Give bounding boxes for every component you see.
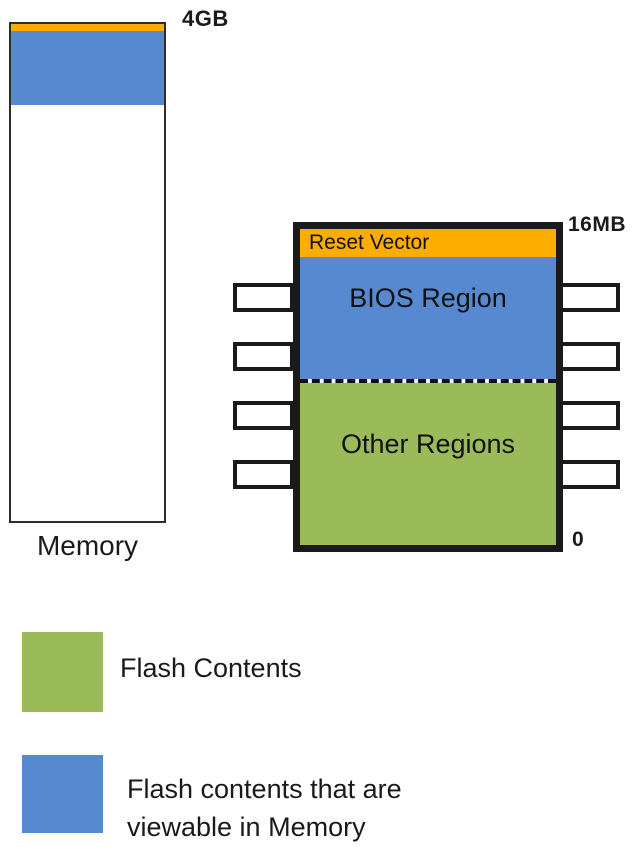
chip-top-address-label: 16MB [568,213,627,236]
chip-pin [233,283,294,312]
legend-flash-contents-swatch [22,632,103,712]
legend-viewable-line1: Flash contents that are [127,774,402,804]
chip-pin [233,401,294,430]
memory-address-space-bar [9,22,166,523]
bios-region: BIOS Region [300,257,556,379]
chip-pin [556,342,620,371]
reset-vector-region: Reset Vector [300,229,556,257]
chip-pin [556,283,620,312]
chip-pin [556,401,620,430]
legend-viewable-swatch [22,755,103,833]
legend-flash-contents-label: Flash Contents [120,653,302,683]
bios-boundary-dashed-line [300,379,556,383]
memory-bios-visible-strip [11,31,164,105]
chip-pin [556,460,620,489]
other-regions-region: Other Regions [300,383,556,545]
chip-pin [233,342,294,371]
memory-reset-vector-strip [11,24,164,31]
flash-chip: Reset Vector BIOS Region Other Regions [293,222,563,552]
chip-pin [233,460,294,489]
memory-caption: Memory [36,530,139,561]
legend-viewable-line2: viewable in Memory [127,812,366,842]
legend-viewable-label: Flash contents that are viewable in Memo… [127,770,402,846]
chip-bottom-address-label: 0 [572,528,584,551]
memory-top-address-label: 4GB [182,6,229,31]
